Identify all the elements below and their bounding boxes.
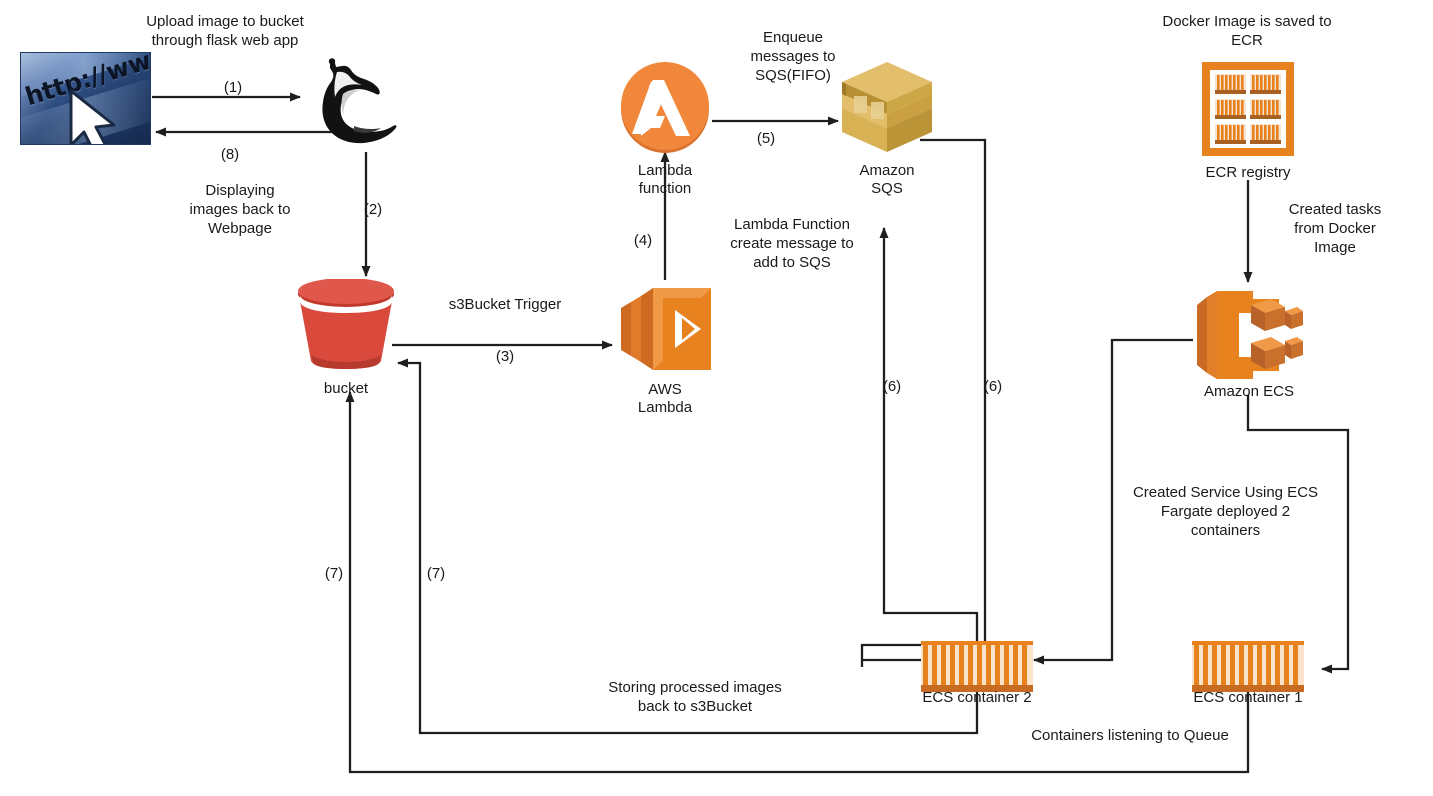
arrow-step-6-container2-to-sqs — [879, 227, 979, 655]
ecs-container-2-icon — [921, 641, 1033, 698]
aws-lambda-icon — [615, 282, 715, 379]
ecs-container-1-label: ECS container 1 — [1193, 689, 1303, 706]
mouse-cursor-icon — [69, 89, 116, 144]
annotation-docker-ecr: Docker Image is saved to ECR — [1162, 13, 1332, 49]
ecr-registry-label: ECR registry — [1205, 164, 1291, 181]
step-label-6a: (6) — [882, 378, 902, 395]
step-label-5: (5) — [756, 130, 776, 147]
annotation-enqueue: Enqueue messages to SQS(FIFO) — [750, 29, 836, 84]
ecs-container-2-label: ECS container 2 — [922, 689, 1032, 706]
annotation-lambda-create: Lambda Function create message to add to… — [730, 216, 854, 271]
lambda-function-label: Lambda function — [637, 162, 693, 197]
aws-lambda-label: AWS Lambda — [637, 381, 693, 416]
s3-bucket-icon — [293, 278, 399, 376]
bucket-label: bucket — [323, 380, 369, 397]
web-browser-image: http://www — [20, 52, 151, 145]
step-label-7a: (7) — [324, 565, 344, 582]
annotation-displaying: Displaying images back to Webpage — [189, 182, 291, 237]
annotation-listening: Containers listening to Queue — [1031, 727, 1229, 744]
annotation-created-tasks: Created tasks from Docker Image — [1288, 201, 1382, 256]
lambda-circle-icon — [618, 60, 712, 159]
step-label-2: (2) — [363, 201, 383, 218]
amazon-ecs-icon — [1193, 287, 1305, 388]
step-label-3: (3) — [495, 348, 515, 365]
step-label-7b: (7) — [426, 565, 446, 582]
annotation-storing: Storing processed images back to s3Bucke… — [608, 679, 782, 715]
step-label-1: (1) — [223, 79, 243, 96]
step-label-4: (4) — [633, 232, 653, 249]
amazon-sqs-label: Amazon SQS — [859, 162, 915, 197]
flask-logo-icon — [296, 58, 402, 151]
step-label-6b: (6) — [983, 378, 1003, 395]
ecs-container-1-icon — [1192, 641, 1304, 698]
ecr-registry-icon — [1200, 60, 1296, 163]
amazon-sqs-icon — [838, 58, 936, 161]
annotation-s3-trigger: s3Bucket Trigger — [448, 296, 562, 313]
annotation-created-service: Created Service Using ECS Fargate deploy… — [1132, 484, 1319, 539]
step-label-8: (8) — [220, 146, 240, 163]
annotation-upload: Upload image to bucket through flask web… — [146, 13, 304, 49]
amazon-ecs-label: Amazon ECS — [1203, 383, 1295, 400]
